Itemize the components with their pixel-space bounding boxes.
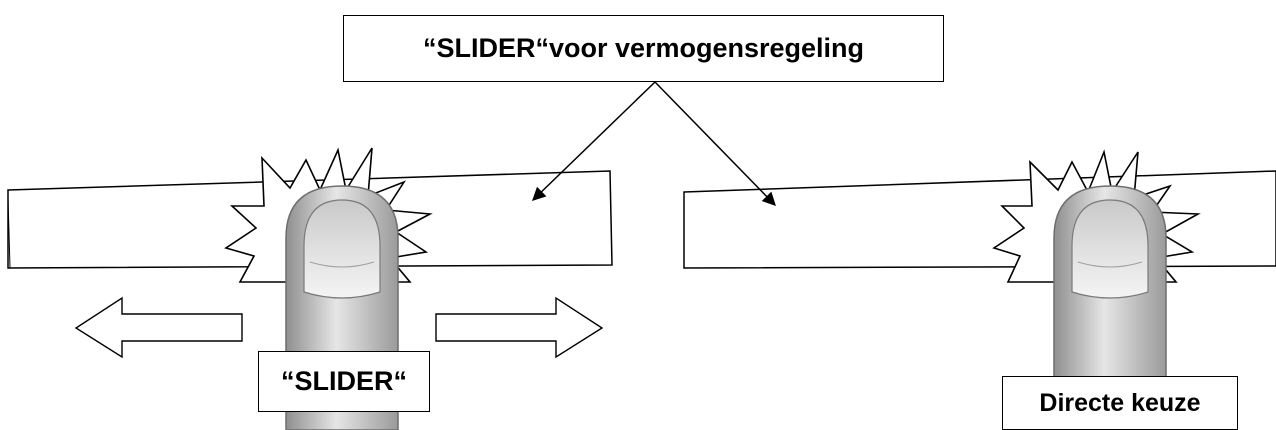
slider-label: “SLIDER“ bbox=[258, 351, 430, 412]
arrow-right-icon bbox=[435, 296, 604, 359]
direct-choice-label: Directe keuze bbox=[1002, 376, 1238, 430]
title-label: “SLIDER“voor vermogensregeling bbox=[343, 15, 944, 82]
finger-icon bbox=[1053, 185, 1167, 430]
arrow-left-icon bbox=[74, 296, 243, 359]
pointer-lines bbox=[532, 81, 776, 206]
